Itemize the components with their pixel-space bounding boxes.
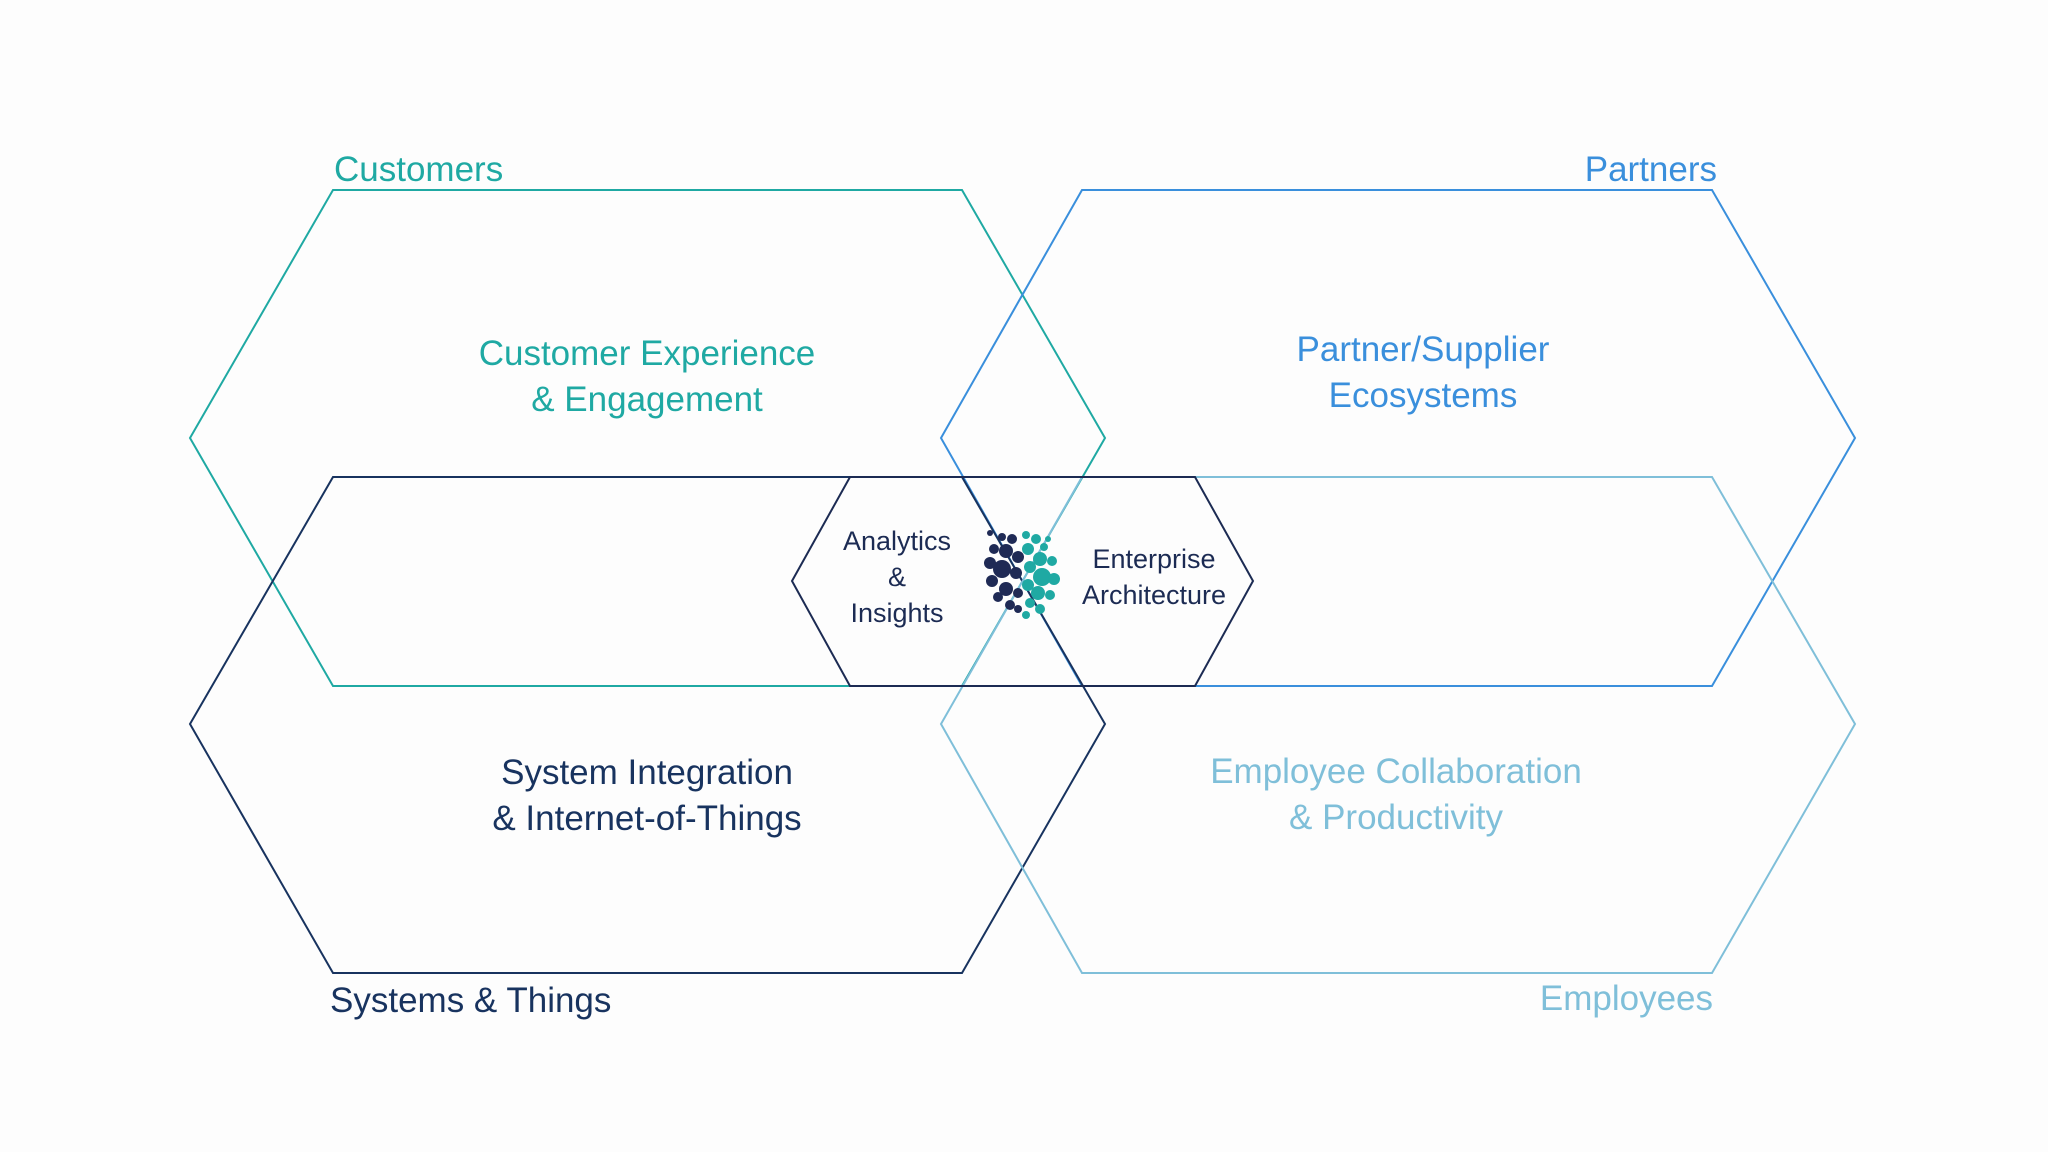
area-system-line-2: & Internet-of-Things [492,799,802,838]
area-system-line-1: System Integration [501,753,793,792]
hexagon-systems [188,476,1107,974]
area-employee-line-2: & Productivity [1289,798,1503,837]
core-enterprise-architecture: Enterprise Architecture [1064,541,1244,613]
area-partner-ecosystems: Partner/Supplier Ecosystems [1173,327,1673,419]
category-label-customers: Customers [334,150,504,189]
area-employee-line-1: Employee Collaboration [1210,752,1582,791]
core-analytics-line-2: & [887,562,906,592]
dot-cluster-logo-icon [984,530,1060,619]
core-analytics-line-1: Analytics [842,526,952,556]
area-customer-line-1: Customer Experience [478,334,816,373]
area-customer-experience: Customer Experience & Engagement [397,331,897,423]
area-partner-line-1: Partner/Supplier [1296,330,1550,369]
core-analytics-insights: Analytics & Insights [817,523,977,631]
category-label-partners: Partners [1584,150,1717,189]
category-label-employees: Employees [1539,979,1713,1018]
category-label-systems: Systems & Things [330,981,612,1020]
hexagon-customers [188,189,1107,687]
core-enterprise-line-2: Architecture [1081,580,1227,610]
area-partner-line-2: Ecosystems [1328,376,1518,415]
area-employee-collaboration: Employee Collaboration & Productivity [1146,749,1646,841]
area-system-integration: System Integration & Internet-of-Things [397,750,897,842]
core-enterprise-line-1: Enterprise [1092,544,1216,574]
hexagon-core [790,476,1255,687]
area-customer-line-2: & Engagement [531,380,763,419]
core-analytics-line-3: Insights [850,598,944,628]
